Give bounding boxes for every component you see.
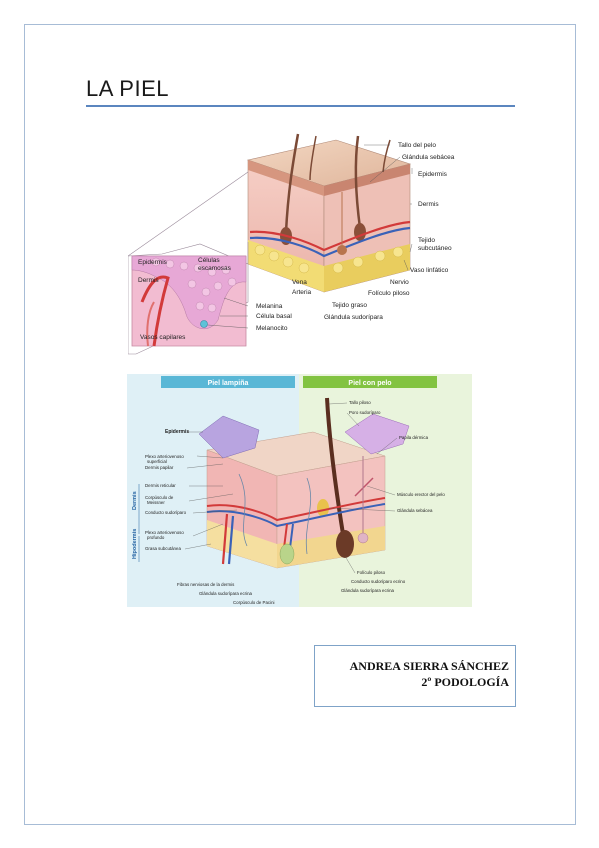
label-plexo-sup-2: superficial bbox=[147, 459, 167, 464]
hair-shaft bbox=[354, 135, 362, 229]
label-plexo-prof-2: profundo bbox=[147, 535, 165, 540]
epidermis-slab-right bbox=[344, 413, 410, 455]
epidermis-layer-side bbox=[324, 164, 410, 196]
label-melanina: Melanina bbox=[256, 303, 283, 310]
label-foliculo: Folículo piloso bbox=[368, 290, 410, 297]
melanocyte-cell bbox=[200, 320, 208, 328]
label-basal: Célula basal bbox=[256, 313, 292, 320]
header-hairy bbox=[303, 376, 437, 388]
label-celulas-1: Células bbox=[198, 257, 220, 264]
label-vena: Vena bbox=[292, 279, 307, 286]
label-sebacea: Glándula sebácea bbox=[402, 154, 455, 161]
label-dermis-reticular: Dermis reticular bbox=[145, 483, 176, 488]
author-box: ANDREA SIERRA SÁNCHEZ 2º PODOLOGÍA bbox=[314, 645, 516, 707]
label-conducto: Conducto sudoríparo bbox=[145, 510, 187, 515]
label-arteria: Arteria bbox=[292, 289, 312, 296]
label-dermis-vertical: Dermis bbox=[132, 491, 138, 510]
erector-muscle bbox=[354, 477, 374, 497]
label-poro: Poro sudoríparo bbox=[349, 410, 381, 415]
header-hairless-label: Piel lampiña bbox=[208, 380, 249, 387]
skin-structure-illustration: Tallo del pelo Glándula sebácea Epidermi… bbox=[127, 133, 455, 355]
label-graso: Tejido graso bbox=[332, 302, 367, 309]
label-papila: Papila dérmica bbox=[399, 435, 429, 440]
eccrine-gland bbox=[357, 532, 369, 544]
hair-follicle-bulb bbox=[336, 530, 354, 558]
label-nervio: Nervio bbox=[390, 279, 409, 286]
label-sebacea: Glándula sebácea bbox=[397, 508, 433, 513]
label-meissner-1: Corpúsculo de bbox=[145, 495, 174, 500]
artery bbox=[249, 220, 411, 252]
label-sudoripara: Glándula sudorípara bbox=[324, 314, 383, 321]
label-dermis: Dermis bbox=[418, 201, 439, 208]
label-epidermis-left: Epidermis bbox=[165, 429, 189, 435]
epidermis-slab-left bbox=[198, 415, 260, 459]
label-pacini: Corpúsculo de Pacini bbox=[233, 600, 275, 605]
label-dermis-papilar: Dermis papilar bbox=[145, 465, 174, 470]
label-plexo-sup-1: Plexo arteriovenoso bbox=[145, 454, 184, 459]
label-ecrina-right: Glándula sudorípara ecrina bbox=[341, 588, 395, 593]
label-fibras: Fibras nerviosas de la dermis bbox=[177, 582, 235, 587]
author-name: ANDREA SIERRA SÁNCHEZ bbox=[349, 659, 509, 673]
skin-comparison-figure: Piel lampiña Piel con pelo Dermis Hipode… bbox=[127, 374, 472, 607]
label-epidermis: Epidermis bbox=[418, 171, 448, 178]
vein bbox=[206, 503, 386, 528]
label-tejido-2: subcutáneo bbox=[418, 245, 452, 252]
page-title: LA PIEL bbox=[86, 76, 170, 101]
inset-epidermis bbox=[131, 255, 247, 330]
label-ecrina-left: Glándula sudorípara ecrina bbox=[199, 591, 253, 596]
artery bbox=[206, 497, 386, 522]
sebaceous-gland bbox=[317, 499, 329, 517]
skin-structure-figure: Tallo del pelo Glándula sebácea Epidermi… bbox=[127, 132, 476, 368]
label-inset-dermis: Dermis bbox=[138, 277, 159, 284]
hair-shaft bbox=[284, 133, 300, 233]
label-tallo: Tallo del pelo bbox=[398, 142, 436, 149]
label-celulas-2: escamosas bbox=[198, 265, 232, 272]
epidermis-layer-front bbox=[248, 160, 324, 196]
sweat-gland bbox=[337, 245, 347, 255]
label-musculo: Músculo erector del pelo bbox=[397, 492, 445, 497]
page-border bbox=[24, 24, 576, 825]
header-hairy-label: Piel con pelo bbox=[348, 380, 391, 387]
hair-shaft bbox=[325, 397, 345, 535]
label-linfatico: Vaso linfático bbox=[410, 267, 449, 274]
label-tejido-1: Tejido bbox=[418, 237, 435, 244]
capillary-red bbox=[140, 275, 170, 347]
title-underline bbox=[86, 105, 515, 107]
label-inset-epidermis: Epidermis bbox=[138, 259, 168, 266]
label-hipodermis-vertical: Hipodermis bbox=[132, 529, 138, 559]
label-foliculo: Folículo piloso bbox=[357, 570, 386, 575]
label-conducto-ecrino: Conducto sudoríparo ecrino bbox=[351, 579, 406, 584]
label-meissner-2: Meissner bbox=[147, 500, 165, 505]
pacini-corpuscle bbox=[279, 543, 295, 565]
fat-layer-side bbox=[324, 244, 410, 292]
label-melanocito: Melanocito bbox=[256, 325, 288, 332]
label-capilares: Vasos capilares bbox=[140, 334, 186, 341]
course-name: 2º PODOLOGÍA bbox=[421, 675, 509, 689]
label-tallo-piloso: Tallo piloso bbox=[349, 400, 371, 405]
label-grasa: Grasa subcutánea bbox=[145, 546, 181, 551]
header-hairless bbox=[161, 376, 295, 388]
skin-comparison-illustration: Piel lampiña Piel con pelo Dermis Hipode… bbox=[127, 374, 472, 607]
vein bbox=[249, 226, 411, 258]
label-plexo-prof-1: Plexo arteriovenoso bbox=[145, 530, 184, 535]
